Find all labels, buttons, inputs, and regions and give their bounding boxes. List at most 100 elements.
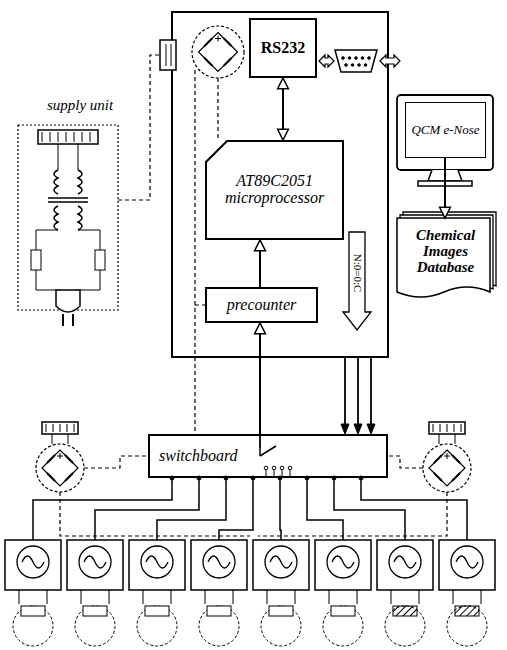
plug-rib xyxy=(46,424,47,432)
power-line xyxy=(217,78,218,140)
sine-source xyxy=(203,546,235,578)
oscillator-box xyxy=(129,540,185,590)
power-line xyxy=(258,492,447,536)
crystal-lead xyxy=(329,590,330,604)
socket-pin xyxy=(166,44,167,66)
quartz-crystal xyxy=(83,606,107,616)
crystal-lead xyxy=(171,590,172,604)
switch-blade xyxy=(260,446,276,456)
db9-pin xyxy=(358,64,361,67)
crystal-lead xyxy=(419,590,420,604)
db9-pin xyxy=(342,57,345,60)
quartz-crystal xyxy=(207,606,231,616)
node-text: precounter xyxy=(227,297,297,314)
sensor-housing xyxy=(137,606,177,646)
diode-bar xyxy=(434,473,442,481)
power-line xyxy=(194,70,195,357)
sine-wave xyxy=(84,556,106,568)
quartz-crystal xyxy=(269,606,293,616)
sensor-housing xyxy=(75,606,115,646)
diode-bar xyxy=(452,455,460,463)
plug-rib xyxy=(67,424,68,432)
diode-bar xyxy=(204,58,212,66)
sine-source xyxy=(141,546,173,578)
sensor-wire xyxy=(307,478,343,540)
connector-arrow xyxy=(282,78,284,140)
plug-rib xyxy=(447,424,448,432)
sine-source xyxy=(265,546,297,578)
crystal-lead xyxy=(19,590,20,604)
sine-source xyxy=(17,546,49,578)
crystal-lead xyxy=(267,590,268,604)
secondary-lead xyxy=(58,144,78,170)
power-line xyxy=(388,456,423,468)
sensor-housing xyxy=(385,606,425,646)
plus-mark xyxy=(218,36,219,42)
node-text: supply unit xyxy=(47,98,113,114)
quartz-crystal xyxy=(455,606,479,616)
connector-arrow xyxy=(444,158,446,218)
switch-input xyxy=(259,434,261,448)
sine-source xyxy=(327,546,359,578)
sine-source xyxy=(79,546,111,578)
data-double-arrow xyxy=(380,55,400,67)
sensor-wire xyxy=(334,478,405,540)
power-line xyxy=(84,456,148,468)
oscillator-box xyxy=(377,540,433,590)
switch-contact xyxy=(272,466,276,470)
diode-bar xyxy=(47,473,55,481)
db9-pin xyxy=(348,57,351,60)
plug-rib xyxy=(440,424,441,432)
sensor-wire xyxy=(361,478,467,540)
plug-prong xyxy=(63,314,73,326)
control-arrowhead xyxy=(367,424,375,434)
sine-wave xyxy=(456,556,478,568)
node-text: switchboard xyxy=(159,448,238,465)
power-line xyxy=(194,357,195,434)
diode-bar xyxy=(224,38,232,46)
sine-wave xyxy=(208,556,230,568)
plug-lead xyxy=(455,434,456,444)
sine-wave xyxy=(146,556,168,568)
plug-rib xyxy=(74,424,75,432)
node-text: RS232 xyxy=(261,40,305,57)
socket-rib xyxy=(58,132,59,142)
control-line xyxy=(370,357,372,424)
diode-bar xyxy=(452,473,460,481)
oscillator xyxy=(377,540,433,646)
crystal-lead xyxy=(453,590,454,604)
microprocessor-chip: AT89C2051 microprocessor xyxy=(205,140,344,240)
quartz-crystal xyxy=(21,606,45,616)
socket-rib xyxy=(66,132,67,142)
rectifier-outline xyxy=(423,444,471,492)
diode-bar xyxy=(434,455,442,463)
monitor-screen: QCM e-Nose xyxy=(405,102,486,158)
data-double-arrow xyxy=(319,55,334,67)
sensor-housing xyxy=(13,606,53,646)
primary-coil xyxy=(54,206,82,230)
plug-lead xyxy=(68,434,69,444)
plug-rib xyxy=(454,424,455,432)
sine-wave xyxy=(22,556,44,568)
oscillator-box xyxy=(67,540,123,590)
document-page xyxy=(397,218,490,297)
db9-pin xyxy=(345,64,348,67)
sensor-housing xyxy=(447,606,487,646)
switch-contact xyxy=(288,466,292,470)
socket-rib xyxy=(50,132,51,142)
connector-plug xyxy=(42,422,78,434)
db9-pin xyxy=(361,57,364,60)
oscillator-box xyxy=(253,540,309,590)
crystal-lead xyxy=(233,590,234,604)
crystal-lead xyxy=(205,590,206,604)
diode-diamond xyxy=(199,33,238,72)
oscillator xyxy=(253,540,309,646)
oscillator xyxy=(439,540,495,646)
sensor-wire xyxy=(280,478,281,540)
plug-lead xyxy=(52,434,53,444)
control-arrowhead xyxy=(354,424,362,434)
crystal-lead xyxy=(47,590,48,604)
crystal-lead xyxy=(295,590,296,604)
database-document: Chemical Images Database xyxy=(397,218,494,286)
